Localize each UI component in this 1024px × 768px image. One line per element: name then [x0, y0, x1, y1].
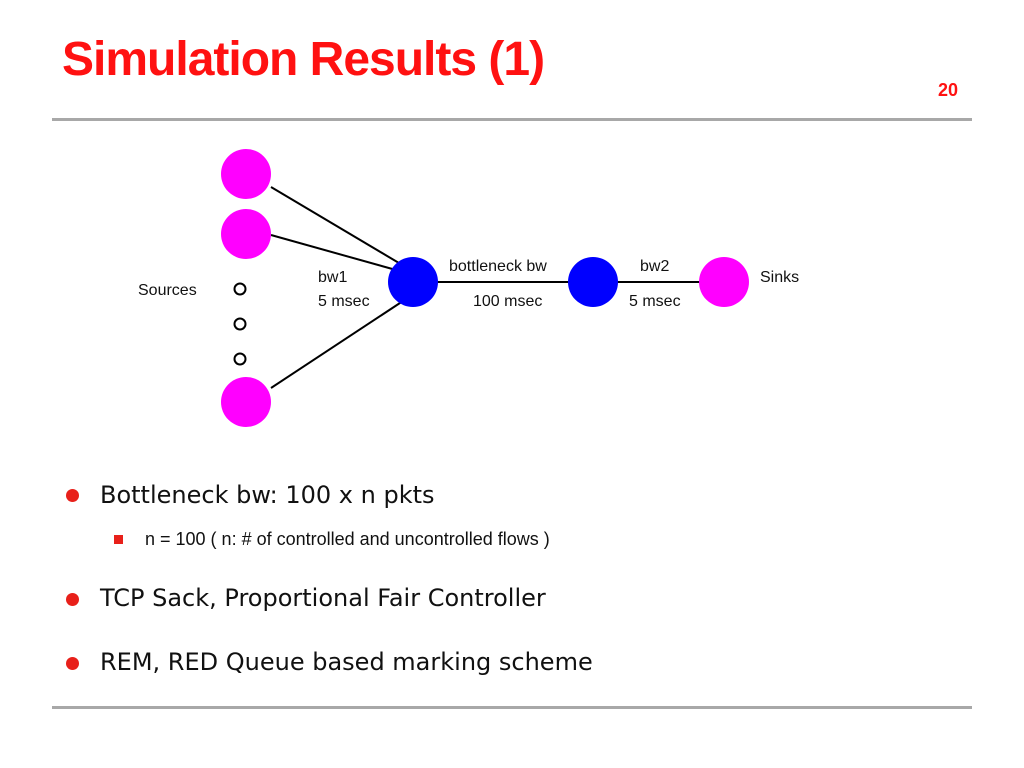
source-node-3 [221, 377, 271, 427]
sinks-label: Sinks [760, 269, 799, 286]
top-divider [52, 118, 972, 121]
sub-bullet-square-1 [114, 535, 123, 544]
link2-delay-label: 5 msec [629, 293, 681, 310]
bottom-divider [52, 706, 972, 709]
ellipsis-dot-1 [233, 282, 247, 296]
bullet-item-3: REM, RED Queue based marking scheme [100, 648, 593, 676]
bullet-dot-1 [66, 489, 79, 502]
ellipsis-dot-3 [233, 352, 247, 366]
bullet-item-1: Bottleneck bw: 100 x n pkts [100, 481, 435, 509]
bullet-dot-2 [66, 593, 79, 606]
source3-link [270, 300, 404, 389]
slide-title: Simulation Results (1) [62, 33, 545, 86]
sink-node [699, 257, 749, 307]
sources-label: Sources [138, 282, 197, 299]
source2-link [270, 234, 397, 271]
sub-bullet-item-1: n = 100 ( n: # of controlled and uncontr… [145, 529, 550, 549]
bullet-item-2: TCP Sack, Proportional Fair Controller [100, 584, 546, 612]
ellipsis-dot-2 [233, 317, 247, 331]
source-node-2 [221, 209, 271, 259]
bottleneck-delay-label: 100 msec [473, 293, 542, 310]
link1-delay-label: 5 msec [318, 293, 370, 310]
bottleneck-bw-label: bottleneck bw [449, 258, 547, 275]
source-node-1 [221, 149, 271, 199]
link2-bw-label: bw2 [640, 258, 669, 275]
router-node-2 [568, 257, 618, 307]
bullet-dot-3 [66, 657, 79, 670]
source1-link [270, 186, 405, 267]
router-node-1 [388, 257, 438, 307]
page-number: 20 [937, 80, 958, 100]
link1-bw-label: bw1 [318, 269, 347, 286]
